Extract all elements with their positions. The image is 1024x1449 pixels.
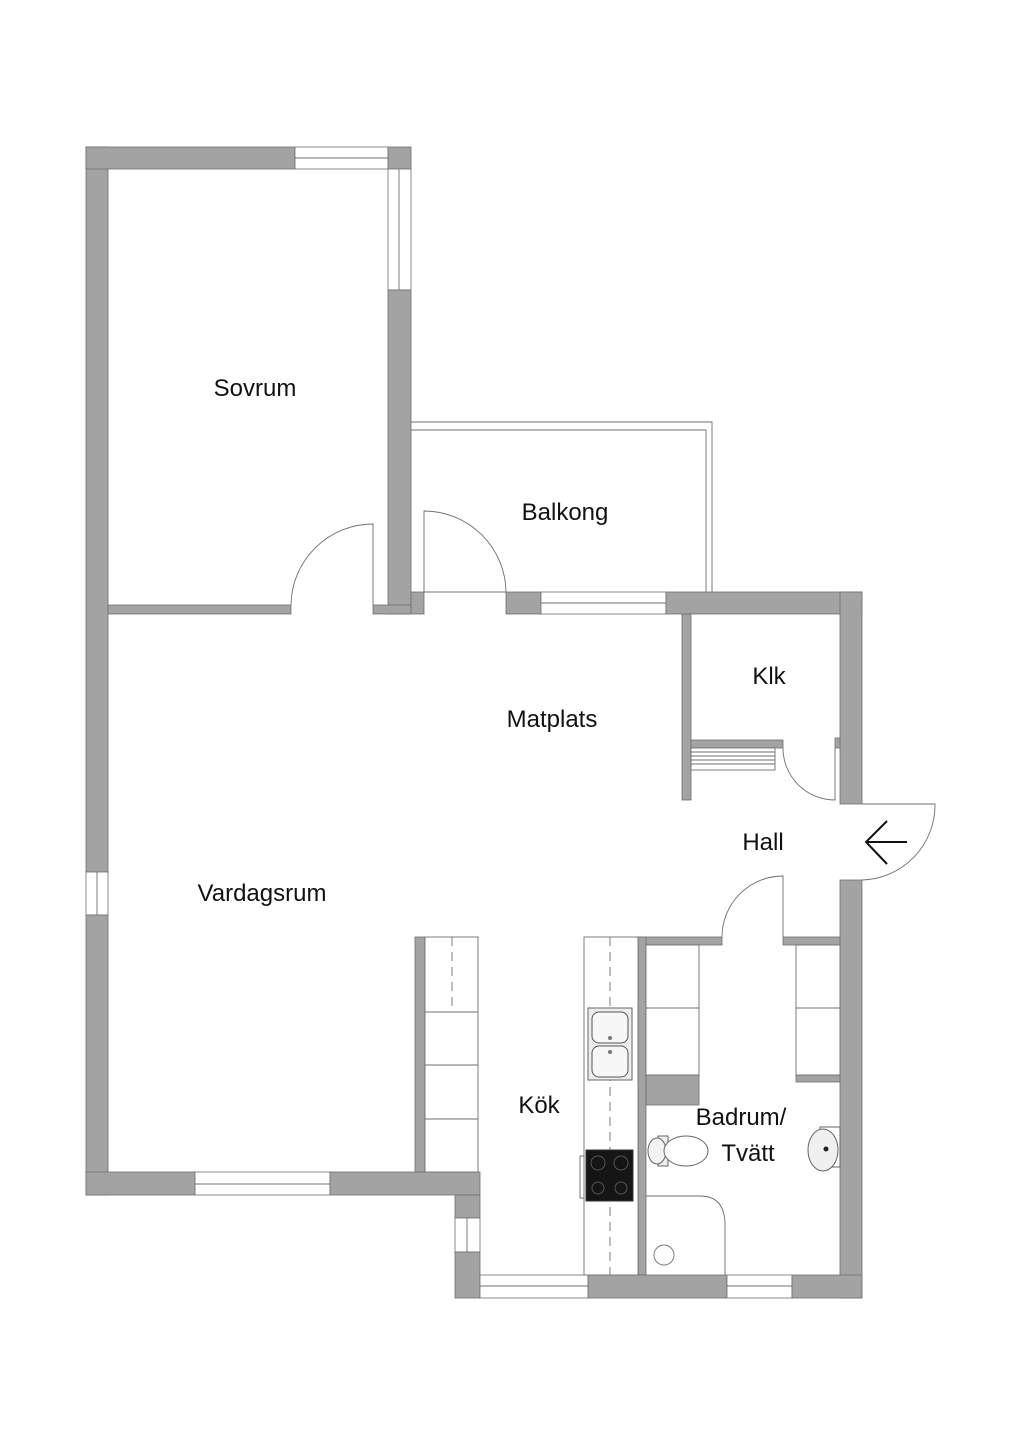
door-entrance <box>861 803 936 881</box>
balcony-railing <box>411 421 713 592</box>
sink-icon <box>587 1007 633 1081</box>
label-klk: Klk <box>752 663 786 690</box>
entrance-arrow-icon <box>864 820 907 865</box>
shower-area <box>646 1195 726 1275</box>
window-kok-west <box>454 1217 481 1253</box>
stove-icon <box>579 1149 634 1202</box>
room-labels: Sovrum Balkong Klk Matplats Hall Vardags… <box>198 375 787 1167</box>
label-badrum: Badrum/ <box>696 1104 787 1131</box>
window-vardagsrum-south <box>194 1171 331 1196</box>
label-kok: Kök <box>518 1092 560 1119</box>
window-badrum <box>726 1274 793 1299</box>
label-hall: Hall <box>742 829 783 856</box>
label-sovrum: Sovrum <box>214 375 297 402</box>
window-sovrum-east <box>387 168 412 291</box>
window-kok-south <box>479 1274 589 1299</box>
label-tvatt: Tvätt <box>721 1140 775 1167</box>
floor-drain-icon <box>653 1244 675 1266</box>
walls <box>85 146 863 1299</box>
label-balkong: Balkong <box>522 499 609 526</box>
label-matplats: Matplats <box>507 706 598 733</box>
kitchen-counter-left <box>424 936 479 1173</box>
door-balkong <box>423 510 507 593</box>
door-sovrum <box>290 523 374 606</box>
doors <box>290 510 936 938</box>
toilet-icon <box>647 1135 709 1167</box>
washbasin-icon <box>807 1126 841 1172</box>
bathroom-fixtures <box>645 944 841 1275</box>
door-badrum <box>721 875 784 938</box>
kitchen-counter-right <box>579 936 639 1276</box>
label-vardagsrum: Vardagsrum <box>198 880 327 907</box>
door-klk <box>782 747 836 801</box>
closet-shelf <box>690 747 776 771</box>
